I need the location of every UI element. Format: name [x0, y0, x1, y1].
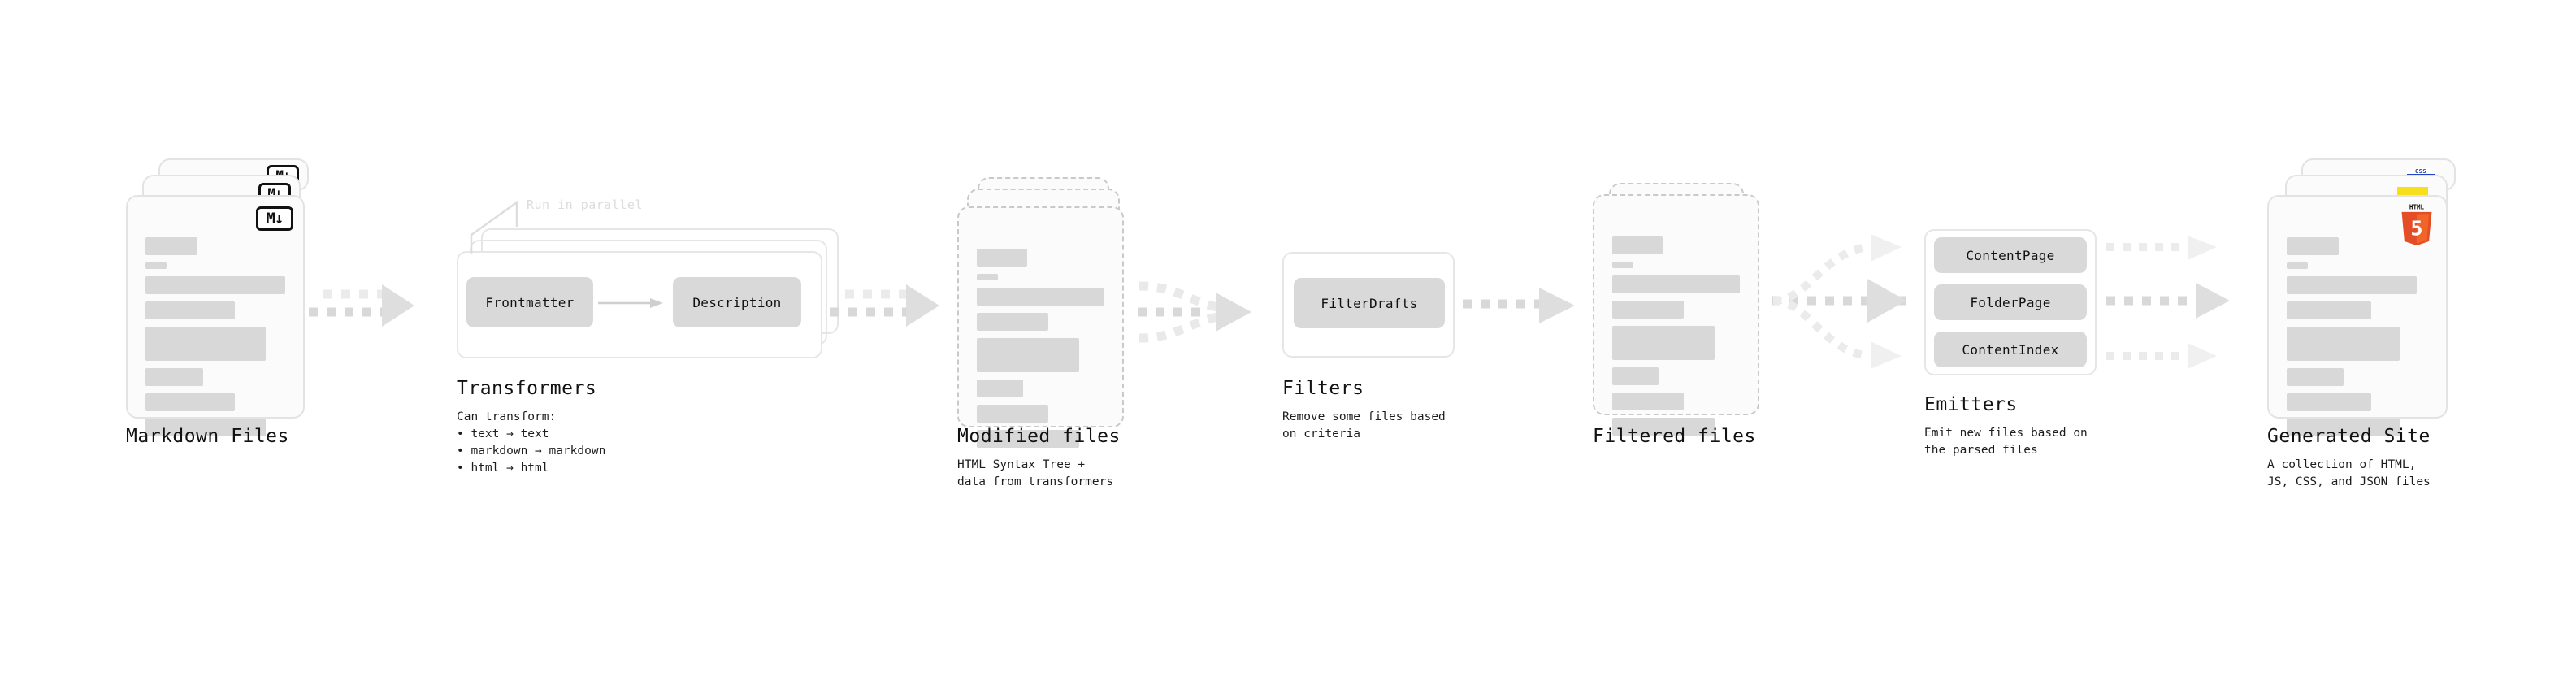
filtered-files-caption: Filtered files [1593, 426, 1756, 447]
content-bar [977, 249, 1027, 267]
content-bar [2287, 368, 2344, 386]
modified-files-caption: Modified files HTML Syntax Tree + data f… [957, 426, 1121, 491]
stage-desc: Emit new files based on the parsed files [1924, 427, 2088, 458]
content-bar [145, 237, 197, 255]
arrow-filtered-to-emitters [1772, 234, 1915, 369]
pill-label: Frontmatter [485, 294, 575, 310]
pill-label: FilterDrafts [1321, 295, 1418, 311]
content-bar [1612, 262, 1633, 268]
content-bar [1612, 236, 1663, 254]
pill-frontmatter[interactable]: Frontmatter [466, 277, 593, 327]
filters-caption: Filters Remove some files based on crite… [1282, 378, 1446, 443]
pill-contentpage[interactable]: ContentPage [1934, 237, 2087, 273]
arrow-transformers-to-modified [830, 284, 939, 327]
content-bar [1612, 301, 1684, 319]
content-bar [145, 327, 266, 361]
stage-title: Filtered files [1593, 426, 1756, 447]
transformer-arrow-main [598, 298, 663, 308]
content-bar [2287, 419, 2400, 436]
stage-title: Transformers [457, 378, 597, 399]
content-bar [977, 288, 1104, 306]
transformers-caption: Transformers Can transform: • text → tex… [457, 378, 606, 477]
arrow-markdown-to-transformers [309, 284, 414, 327]
content-bar [1612, 393, 1684, 410]
pill-contentindex[interactable]: ContentIndex [1934, 332, 2087, 367]
modified-files-stack [957, 177, 1152, 448]
content-bar [145, 393, 236, 411]
content-bar [977, 313, 1048, 331]
filtered-files-stack [1593, 183, 1788, 436]
stage-desc: A collection of HTML, JS, CSS, and JSON … [2267, 458, 2431, 489]
stage-desc: Can transform: • text → text • markdown … [457, 410, 606, 475]
content-bar [145, 262, 167, 269]
stage-title: Filters [1282, 378, 1364, 399]
run-in-parallel-label: Run in parallel [527, 197, 643, 212]
stage-desc: Remove some files based on criteria [1282, 410, 1446, 441]
pill-filterdrafts[interactable]: FilterDrafts [1294, 278, 1445, 328]
markdown-files-caption: Markdown Files [126, 426, 289, 447]
content-bar [1612, 367, 1659, 385]
generated-site-caption: Generated Site A collection of HTML, JS,… [2267, 426, 2431, 491]
content-bar [2287, 276, 2418, 294]
content-bar [977, 405, 1048, 423]
arrow-emitters-to-site [2106, 236, 2230, 369]
pill-description[interactable]: Description [673, 277, 801, 327]
content-bar [977, 380, 1023, 397]
stage-title: Markdown Files [126, 426, 289, 447]
content-bar [2287, 301, 2372, 319]
stage-title: Modified files [957, 426, 1121, 447]
markdown-card-front: M↓ [126, 195, 305, 436]
pill-label: ContentIndex [1962, 341, 2059, 358]
stage-title: Generated Site [2267, 426, 2431, 447]
svg-text:5: 5 [2410, 216, 2422, 240]
content-bar [145, 301, 236, 319]
content-bar [2287, 327, 2400, 361]
pill-folderpage[interactable]: FolderPage [1934, 284, 2087, 320]
markdown-badge: M↓ [256, 206, 293, 231]
content-bar [1612, 275, 1740, 293]
arrow-filters-to-filtered [1463, 288, 1575, 323]
stage-title: Emitters [1924, 394, 2018, 415]
content-bar [145, 368, 203, 386]
content-bar [145, 276, 285, 294]
markdown-files-stack: M↓ M↓ M↓ [126, 158, 321, 436]
arrow-modified-to-filters [1138, 281, 1251, 343]
content-bar [2287, 262, 2308, 269]
content-bar [2287, 393, 2372, 411]
run-in-parallel-bracket [470, 200, 518, 254]
content-bar [977, 338, 1079, 372]
pill-label: ContentPage [1966, 247, 2055, 263]
stage-desc: HTML Syntax Tree + data from transformer… [957, 458, 1114, 489]
modified-card-front [957, 206, 1124, 448]
content-bar [977, 430, 1079, 448]
pill-label: Description [692, 294, 782, 310]
css-badge-label: CSS [2414, 167, 2427, 175]
content-bar [977, 274, 998, 280]
filtered-card-front [1593, 194, 1759, 436]
content-bar [2287, 237, 2339, 255]
site-card-front-html: HTML 5 [2267, 195, 2448, 436]
content-bar [1612, 326, 1715, 360]
svg-text:HTML: HTML [2409, 204, 2425, 211]
generated-site-stack: CSS HTML 5 [2267, 158, 2478, 436]
content-bar [1612, 418, 1715, 436]
emitters-caption: Emitters Emit new files based on the par… [1924, 394, 2088, 459]
pill-label: FolderPage [1970, 294, 2051, 310]
content-bar [145, 419, 266, 436]
html5-icon: HTML 5 [2401, 204, 2432, 245]
